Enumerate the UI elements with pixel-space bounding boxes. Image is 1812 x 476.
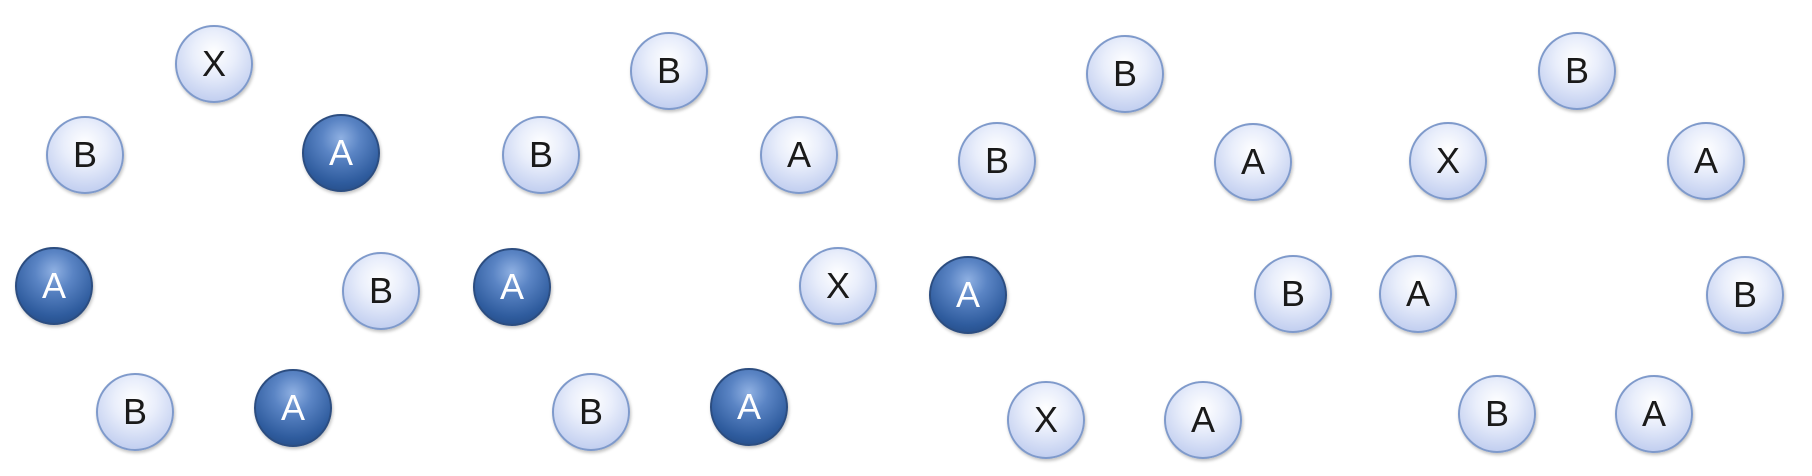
- node: B: [1458, 375, 1536, 453]
- node: B: [502, 116, 580, 194]
- node: B: [1086, 35, 1164, 113]
- node: A: [760, 116, 838, 194]
- node: B: [1538, 32, 1616, 110]
- node: B: [630, 32, 708, 110]
- node: X: [1007, 381, 1085, 459]
- graph-group-2: B B A A X B A: [453, 0, 906, 476]
- node: A: [1615, 375, 1693, 453]
- node: B: [958, 122, 1036, 200]
- node: A: [254, 369, 332, 447]
- node: B: [96, 373, 174, 451]
- node: A: [1667, 122, 1745, 200]
- node: X: [1409, 122, 1487, 200]
- node: X: [799, 247, 877, 325]
- graph-group-3: B B A A B X A: [906, 0, 1359, 476]
- node: B: [1706, 256, 1784, 334]
- node: B: [46, 116, 124, 194]
- node: A: [1379, 255, 1457, 333]
- node: B: [1254, 255, 1332, 333]
- node: A: [15, 247, 93, 325]
- node: A: [1164, 381, 1242, 459]
- node: B: [342, 252, 420, 330]
- node: A: [1214, 123, 1292, 201]
- node: A: [929, 256, 1007, 334]
- node: X: [175, 25, 253, 103]
- graph-group-4: B X A A B B A: [1359, 0, 1812, 476]
- node: B: [552, 373, 630, 451]
- graph-group-1: X B A A B B A: [0, 0, 453, 476]
- node: A: [302, 114, 380, 192]
- node: A: [473, 248, 551, 326]
- node: A: [710, 368, 788, 446]
